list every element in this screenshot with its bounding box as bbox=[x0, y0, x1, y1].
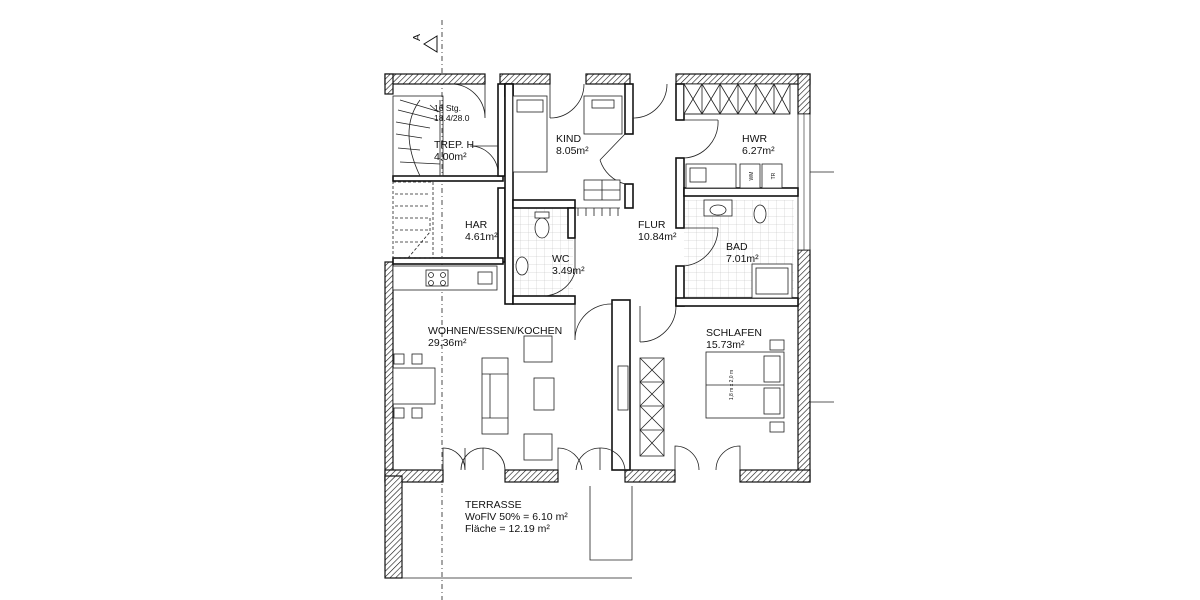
room-name: WOHNEN/ESSEN/KOCHEN bbox=[428, 325, 562, 337]
room-label-flur: FLUR 10.84m² bbox=[638, 219, 677, 243]
room-label-bad: BAD 7.01m² bbox=[726, 241, 759, 265]
room-area: 3.49m² bbox=[552, 265, 585, 277]
room-area: 7.01m² bbox=[726, 253, 759, 265]
stair-ratio: 18.4/28.0 bbox=[434, 113, 470, 123]
room-label-hwr: HWR 6.27m² bbox=[742, 133, 775, 157]
dryer-label: TR bbox=[771, 172, 777, 179]
flur-wardrobe bbox=[575, 207, 620, 216]
room-area: 6.27m² bbox=[742, 145, 775, 157]
room-name: TREP. H bbox=[434, 139, 474, 151]
windows-right bbox=[797, 113, 834, 403]
room-area: 15.73m² bbox=[706, 339, 745, 351]
bad-fixtures bbox=[703, 199, 793, 299]
wc-fixtures bbox=[515, 211, 550, 276]
stair-steps: 16 Stg. bbox=[434, 103, 461, 113]
doors bbox=[442, 83, 741, 471]
room-name: HWR bbox=[742, 133, 767, 145]
schlafen-wardrobe bbox=[617, 357, 665, 457]
room-label-schlafen: SCHLAFEN 15.73m² bbox=[706, 327, 762, 351]
section-marker: A bbox=[411, 20, 443, 600]
hwr-fixtures: WM TR bbox=[683, 83, 791, 189]
terrace-wofiv: WoFlV 50% = 6.10 m² bbox=[465, 511, 568, 523]
interior-walls bbox=[392, 83, 799, 471]
kind-furniture bbox=[512, 95, 623, 201]
room-area: 29.36m² bbox=[428, 337, 467, 349]
room-area: 4.00m² bbox=[434, 151, 467, 163]
room-name: SCHLAFEN bbox=[706, 327, 762, 339]
lounge bbox=[481, 335, 555, 461]
exterior-walls bbox=[384, 73, 811, 579]
room-label-kind: KIND 8.05m² bbox=[556, 133, 589, 157]
room-name: BAD bbox=[726, 241, 748, 253]
bed-size-label: 1,8 m x 2,0 m bbox=[729, 370, 735, 400]
room-label-terrasse: TERRASSE WoFlV 50% = 6.10 m² Fläche = 12… bbox=[465, 499, 568, 535]
stair-annotation: 16 Stg. 18.4/28.0 bbox=[434, 103, 470, 123]
double-bed: 1,8 m x 2,0 m bbox=[705, 339, 785, 433]
dining-set bbox=[392, 353, 436, 419]
room-name: FLUR bbox=[638, 219, 666, 231]
washer-label: WM bbox=[749, 172, 755, 181]
room-name: TERRASSE bbox=[465, 499, 522, 511]
room-label-har: HAR 4.61m² bbox=[465, 219, 498, 243]
stair bbox=[392, 95, 444, 259]
room-label-trep-h: TREP. H 4.00m² bbox=[434, 139, 474, 163]
terrace-area: Fläche = 12.19 m² bbox=[465, 523, 550, 535]
room-label-wohnen: WOHNEN/ESSEN/KOCHEN 29.36m² bbox=[428, 325, 562, 349]
room-name: KIND bbox=[556, 133, 582, 145]
room-name: WC bbox=[552, 253, 570, 265]
room-area: 8.05m² bbox=[556, 145, 589, 157]
terrace-outline bbox=[401, 486, 633, 579]
room-area: 10.84m² bbox=[638, 231, 677, 243]
section-marker-label: A bbox=[411, 34, 423, 41]
kitchen bbox=[392, 265, 498, 291]
room-area: 4.61m² bbox=[465, 231, 498, 243]
room-label-wc: WC 3.49m² bbox=[552, 253, 585, 277]
room-name: HAR bbox=[465, 219, 488, 231]
